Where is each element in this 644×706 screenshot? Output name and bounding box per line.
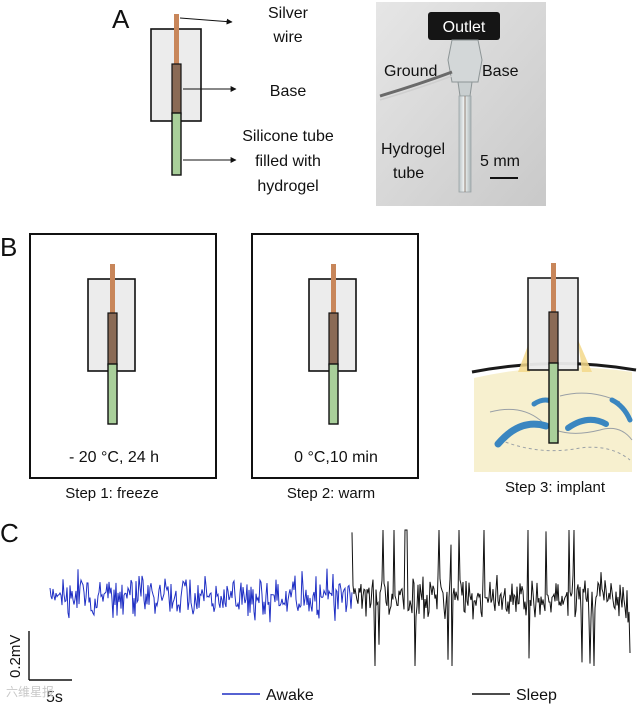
- step2-box: [252, 234, 418, 478]
- silicone-label-2: filled with: [255, 153, 321, 170]
- panel-label-c: C: [0, 518, 19, 548]
- electrode-photo: Outlet Ground Base Hydrogel tube 5 mm: [376, 2, 546, 206]
- outlet-label: Outlet: [443, 19, 486, 36]
- hydrogel-tube-label-1: Hydrogel: [381, 141, 445, 158]
- panel-label-b: B: [0, 232, 17, 262]
- step3-implant-illustration: [472, 263, 636, 472]
- step2-condition: 0 °C,10 min: [294, 449, 378, 466]
- legend: Awake Sleep: [222, 687, 557, 704]
- hydrogel-tube-label-2: tube: [393, 165, 424, 182]
- awake-trace: [50, 569, 352, 623]
- arrow-silver-wire: [180, 18, 232, 22]
- scale-bars: [29, 631, 72, 680]
- silicone-label-1: Silicone tube: [242, 128, 334, 145]
- scale-bar-label: 5 mm: [480, 153, 520, 170]
- panel-label-a: A: [112, 4, 130, 34]
- step1-label: Step 1: freeze: [65, 485, 158, 502]
- step3-label: Step 3: implant: [505, 479, 606, 496]
- legend-awake-label: Awake: [266, 687, 314, 704]
- base-label: Base: [270, 83, 307, 100]
- watermark: 六维星报: [6, 684, 54, 699]
- step1-condition: - 20 °C, 24 h: [69, 449, 159, 466]
- step2-label: Step 2: warm: [287, 485, 375, 502]
- sleep-trace: [352, 530, 630, 666]
- silver-wire-label-1: Silver: [268, 5, 309, 22]
- silicone-label-3: hydrogel: [257, 178, 318, 195]
- electrode-schematic-a: [151, 14, 201, 175]
- photo-base-label: Base: [482, 63, 519, 80]
- step1-box: [30, 234, 216, 478]
- ground-label: Ground: [384, 63, 437, 80]
- voltage-scale-label: 0.2mV: [7, 635, 24, 678]
- silver-wire-label-2: wire: [272, 29, 302, 46]
- legend-sleep-label: Sleep: [516, 687, 557, 704]
